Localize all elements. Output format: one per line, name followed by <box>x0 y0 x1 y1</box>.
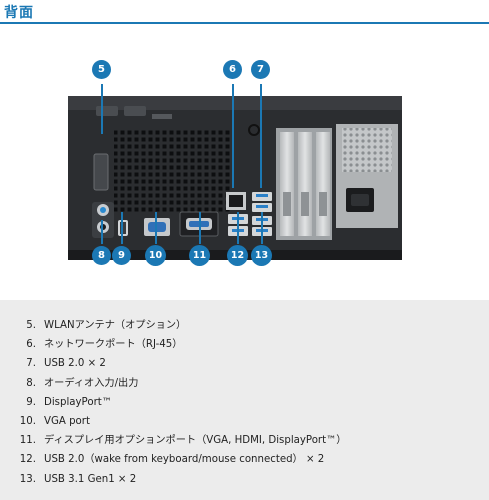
callout-13: 13 <box>251 245 272 266</box>
legend-item: 10. VGA port <box>10 412 347 431</box>
legend-text: USB 2.0（wake from keyboard/mouse connect… <box>44 454 325 466</box>
wlan-antenna-plate <box>93 153 109 191</box>
legend-item: 9. DisplayPort™ <box>10 393 347 412</box>
legend-number: 5. <box>26 320 36 331</box>
legend-item: 6. ネットワークポート（RJ-45） <box>10 335 347 354</box>
legend-text: USB 3.1 Gen1 × 2 <box>44 473 137 485</box>
callout-5: 5 <box>92 60 111 79</box>
legend-item: 8. オーディオ入力/出力 <box>10 374 347 393</box>
legend-item: 12. USB 2.0（wake from keyboard/mouse conn… <box>10 450 347 469</box>
legend-list: 5. WLANアンテナ（オプション） 6. ネットワークポート（RJ-45） 7. U… <box>10 316 347 489</box>
callout-10: 10 <box>145 245 166 266</box>
legend-item: 11. ディスプレイ用オプションポート（VGA, HDMI, DisplayPor… <box>10 431 347 450</box>
port-legend: 5. WLANアンテナ（オプション） 6. ネットワークポート（RJ-45） 7. U… <box>0 300 489 500</box>
legend-text: WLANアンテナ（オプション） <box>44 320 187 331</box>
legend-item: 5. WLANアンテナ（オプション） <box>10 316 347 335</box>
callout-6: 6 <box>223 60 242 79</box>
callout-7-leader <box>260 84 262 188</box>
callout-12-leader <box>237 212 239 244</box>
rear-panel-figure: 5 6 7 8 9 10 11 12 13 <box>0 24 489 300</box>
legend-text: USB 2.0 × 2 <box>44 358 106 370</box>
callout-7: 7 <box>251 60 270 79</box>
legend-text: ディスプレイ用オプションポート（VGA, HDMI, DisplayPort™） <box>44 435 347 447</box>
callout-12: 12 <box>227 245 248 266</box>
callout-9-leader <box>121 212 123 244</box>
callout-8: 8 <box>92 246 111 265</box>
legend-number: 8. <box>26 377 36 389</box>
callout-11-leader <box>199 212 201 244</box>
callout-10-leader <box>155 212 157 244</box>
callout-8-leader <box>101 220 103 244</box>
legend-item: 13. USB 3.1 Gen1 × 2 <box>10 470 347 489</box>
pc-rear-illustration <box>68 96 402 260</box>
legend-number: 13. <box>19 473 36 485</box>
legend-text: VGA port <box>44 415 90 427</box>
legend-number: 10. <box>19 415 36 427</box>
legend-text: オーディオ入力/出力 <box>44 377 139 389</box>
legend-number: 6. <box>26 339 36 351</box>
callout-6-leader <box>232 84 234 188</box>
legend-number: 7. <box>26 358 36 370</box>
legend-number: 9. <box>26 396 36 408</box>
callout-9: 9 <box>112 246 131 265</box>
callout-11: 11 <box>189 245 210 266</box>
legend-text: ネットワークポート（RJ-45） <box>44 339 183 351</box>
page-title: 背面 <box>4 5 34 21</box>
legend-number: 11. <box>19 435 36 447</box>
title-underline <box>0 22 489 24</box>
vent-grid <box>114 128 230 212</box>
header: 背面 <box>0 0 489 24</box>
legend-number: 12. <box>19 454 36 466</box>
callout-5-leader <box>101 84 103 134</box>
legend-text: DisplayPort™ <box>44 396 112 408</box>
legend-item: 7. USB 2.0 × 2 <box>10 354 347 373</box>
callout-13-leader <box>261 212 263 244</box>
